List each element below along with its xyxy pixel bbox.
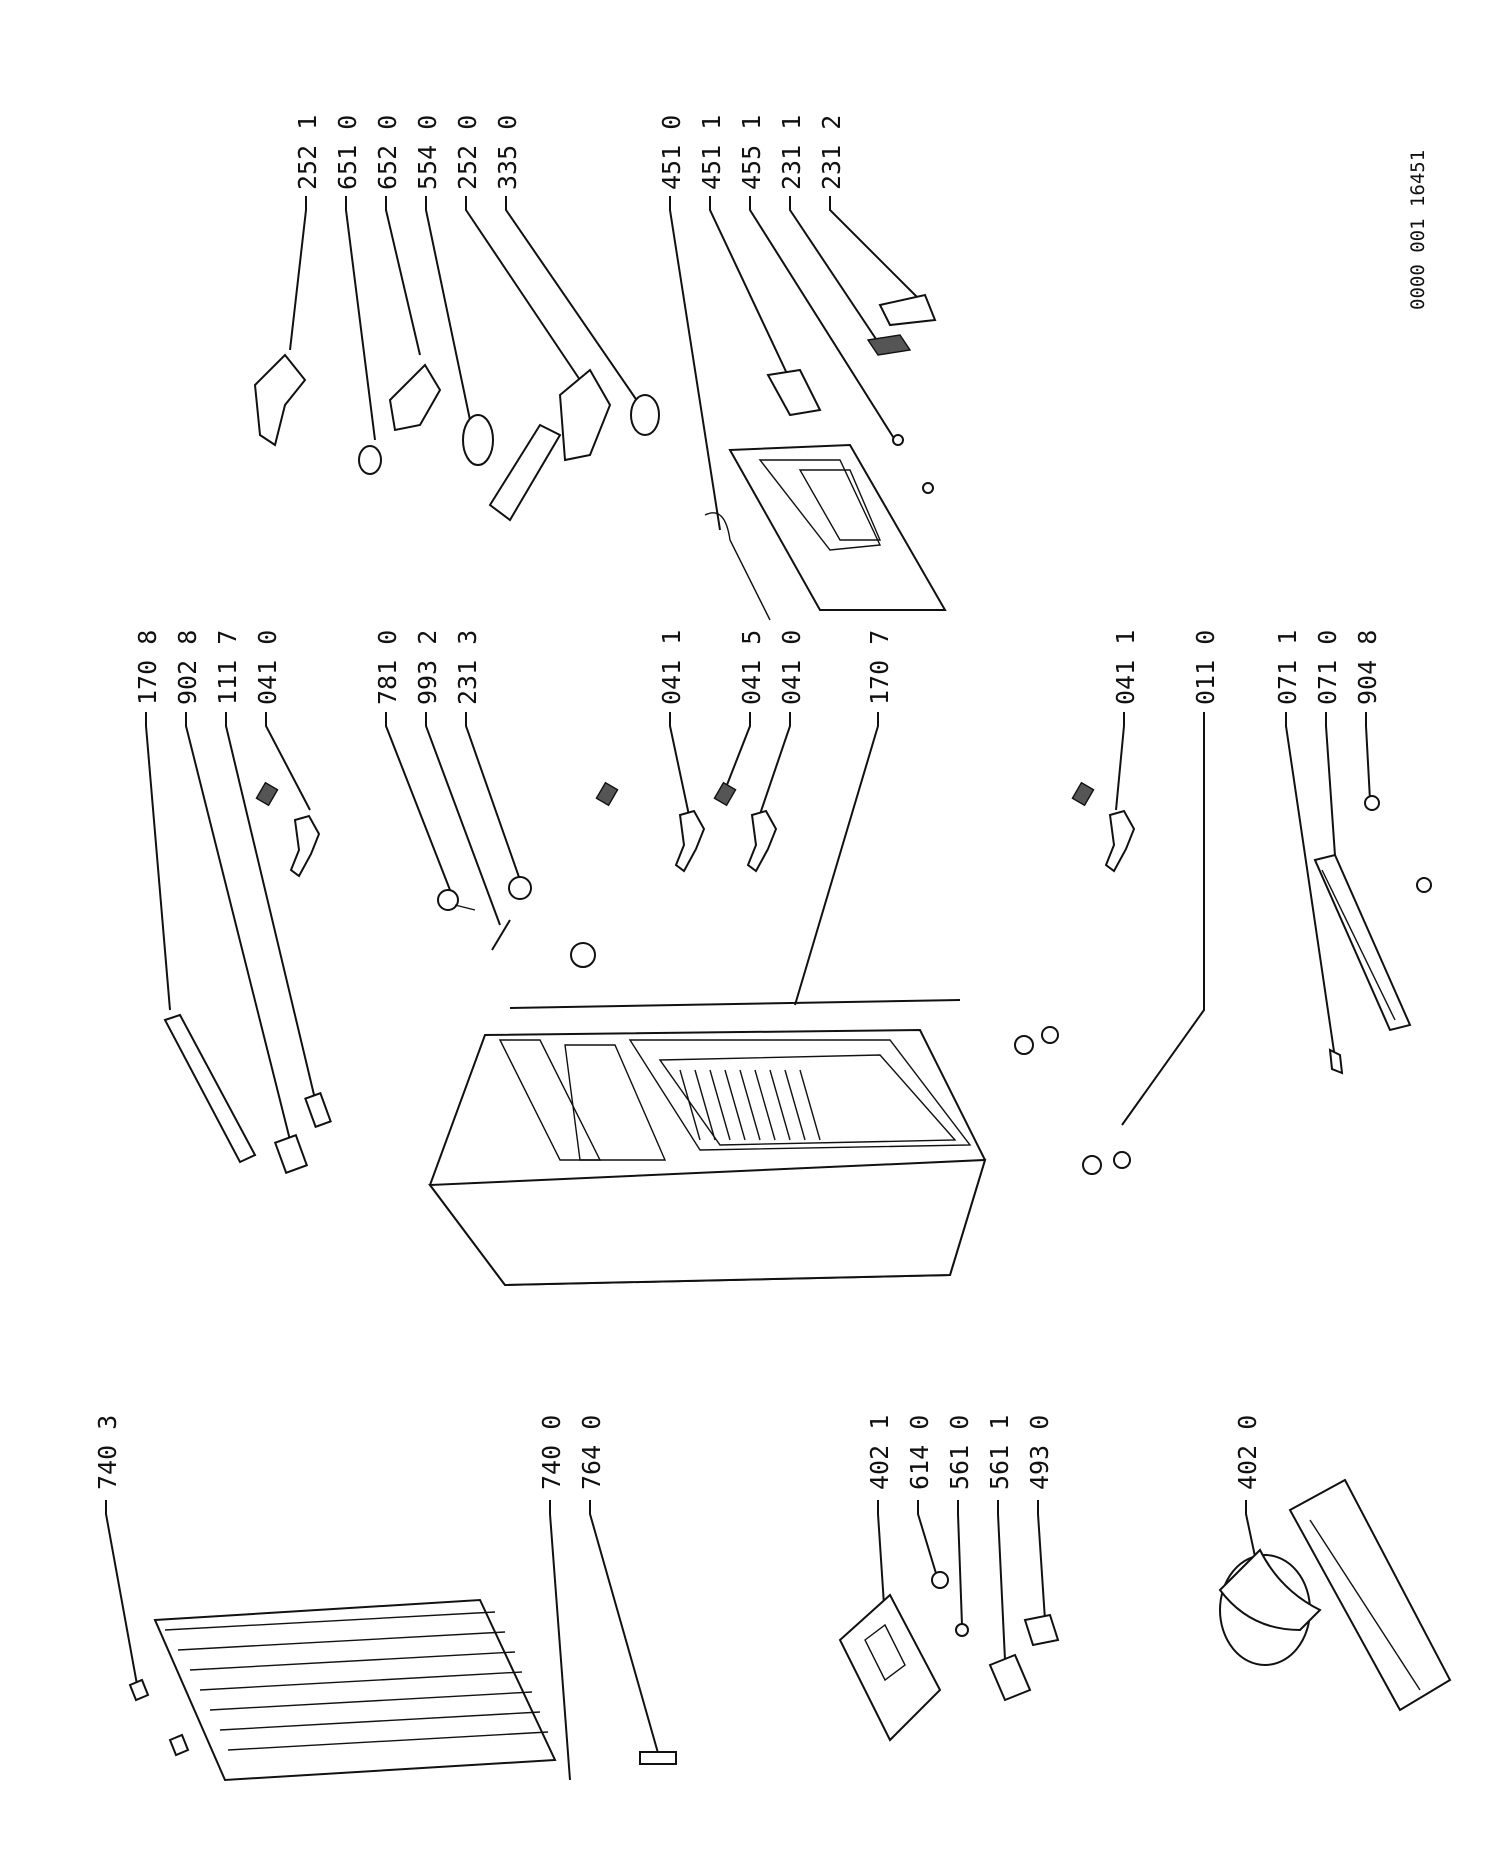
label-011-0: 011 0 bbox=[1191, 630, 1220, 705]
label-041-0-lower: 041 0 bbox=[777, 630, 806, 705]
label-651-0: 651 0 bbox=[333, 115, 362, 190]
label-493-0: 493 0 bbox=[1025, 1415, 1054, 1490]
thermostat-assembly bbox=[253, 353, 660, 522]
label-781-0: 781 0 bbox=[373, 630, 402, 705]
label-170-7: 170 7 bbox=[865, 630, 894, 705]
label-561-1: 561 1 bbox=[985, 1415, 1014, 1490]
label-902-8: 902 8 bbox=[173, 630, 202, 705]
label-335-0: 335 0 bbox=[493, 115, 522, 190]
label-041-5: 041 5 bbox=[737, 630, 766, 705]
label-252-1: 252 1 bbox=[293, 115, 322, 190]
label-451-0: 451 0 bbox=[657, 115, 686, 190]
label-652-0: 652 0 bbox=[373, 115, 402, 190]
label-740-0: 740 0 bbox=[537, 1415, 566, 1490]
label-740-3: 740 3 bbox=[93, 1415, 122, 1490]
knobs-and-screws bbox=[437, 876, 1131, 1175]
shelf-supports bbox=[255, 781, 1136, 878]
label-071-0: 071 0 bbox=[1313, 630, 1342, 705]
evaporator-plate bbox=[704, 293, 947, 621]
label-111-7: 111 7 bbox=[213, 630, 242, 705]
label-170-8: 170 8 bbox=[133, 630, 162, 705]
leader-lines bbox=[105, 196, 1371, 1781]
label-455-1: 455 1 bbox=[737, 115, 766, 190]
label-554-0: 554 0 bbox=[413, 115, 442, 190]
condenser bbox=[128, 1598, 677, 1782]
part-labels: 252 1 651 0 652 0 554 0 252 0 335 0 451 … bbox=[93, 115, 1429, 1490]
label-071-1: 071 1 bbox=[1273, 630, 1302, 705]
label-402-1: 402 1 bbox=[865, 1415, 894, 1490]
shelf-strips bbox=[163, 1013, 332, 1175]
label-904-8: 904 8 bbox=[1353, 630, 1382, 705]
cabinet bbox=[428, 999, 987, 1287]
label-402-0: 402 0 bbox=[1233, 1415, 1262, 1490]
label-231-3: 231 3 bbox=[453, 630, 482, 705]
relay-box bbox=[838, 1571, 1060, 1742]
label-561-0: 561 0 bbox=[945, 1415, 974, 1490]
label-764-0: 764 0 bbox=[577, 1415, 606, 1490]
label-993-2: 993 2 bbox=[413, 630, 442, 705]
label-041-1-upper: 041 1 bbox=[657, 630, 686, 705]
label-451-1: 451 1 bbox=[697, 115, 726, 190]
label-614-0: 614 0 bbox=[905, 1415, 934, 1490]
label-252-0: 252 0 bbox=[453, 115, 482, 190]
label-231-1: 231 1 bbox=[777, 115, 806, 190]
compressor bbox=[1218, 1478, 1452, 1712]
drawing-number: 0000 001 16451 bbox=[1407, 150, 1429, 310]
label-231-2: 231 2 bbox=[817, 115, 846, 190]
label-041-0-upper: 041 0 bbox=[253, 630, 282, 705]
drip-rail bbox=[1313, 795, 1432, 1075]
label-041-1-lower: 041 1 bbox=[1111, 630, 1140, 705]
